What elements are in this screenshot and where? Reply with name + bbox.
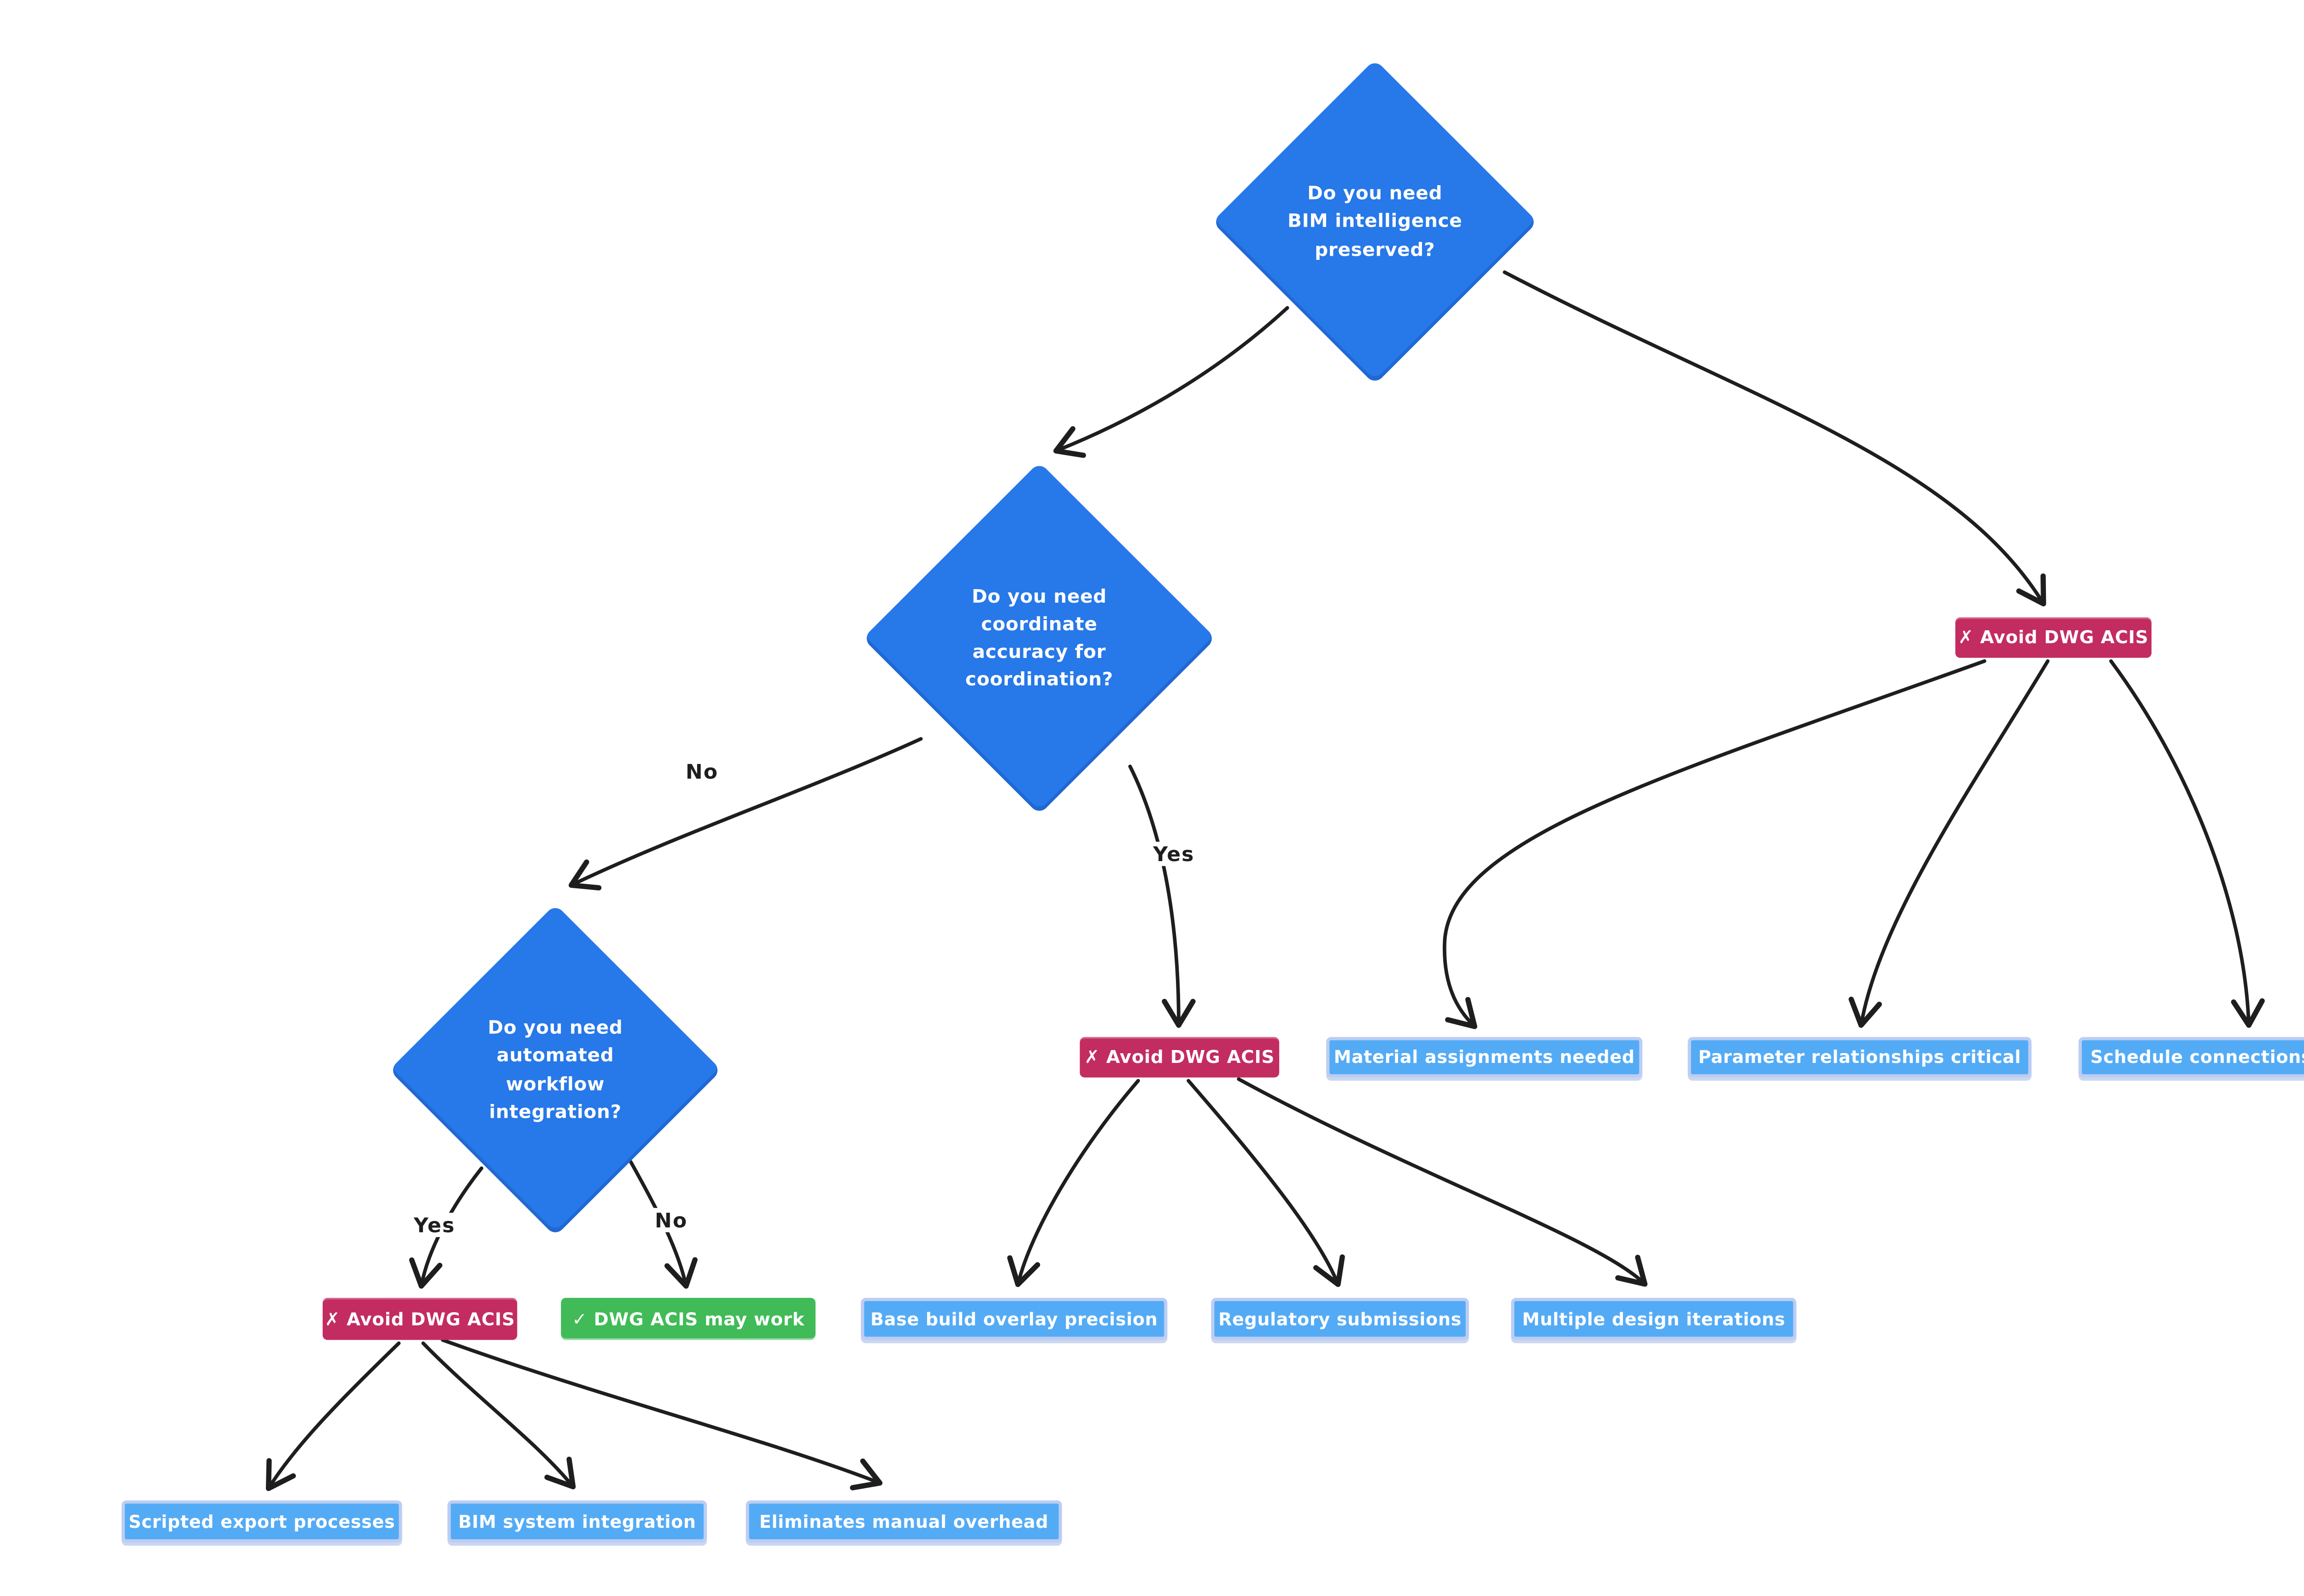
edge-avoidleft-to-bimintegration	[421, 1341, 576, 1490]
edge-coordinate-to-workflow	[569, 737, 923, 891]
edge-avoidright-to-schedule	[2109, 659, 2265, 1028]
outcome-avoid-middle: ✗ Avoid DWG ACIS	[1080, 1037, 1280, 1078]
outcome-avoid-right: ✗ Avoid DWG ACIS	[1955, 617, 2152, 658]
edge-avoidmiddle-to-basebuild	[1007, 1079, 1140, 1287]
edge-label-yes: Yes	[410, 1213, 459, 1238]
leaf-eliminates-manual-overhead: Eliminates manual overhead	[746, 1500, 1062, 1543]
edge-label-no: No	[682, 759, 722, 784]
edge-bim-to-avoid-right	[1503, 270, 2046, 607]
edge-avoidleft-to-scripted	[266, 1341, 401, 1491]
edge-avoidmiddle-to-multiple	[1237, 1077, 1648, 1287]
outcome-may-work: ✓ DWG ACIS may work	[561, 1297, 816, 1340]
leaf-regulatory-submissions: Regulatory submissions	[1211, 1297, 1469, 1340]
edge-avoidleft-to-eliminates	[441, 1338, 883, 1490]
decision-label: Do you need BIM intelligence preserved?	[1287, 182, 1463, 260]
leaf-parameter-relationships: Parameter relationships critical	[1687, 1037, 2032, 1078]
decision-label: Do you need automated workflow integrati…	[488, 1015, 623, 1123]
edge-bim-to-coordinate	[1053, 306, 1289, 458]
leaf-material-assignments: Material assignments needed	[1326, 1037, 1643, 1078]
edge-label-no: No	[651, 1208, 691, 1232]
leaf-scripted-export: Scripted export processes	[121, 1500, 402, 1543]
leaf-base-build-overlay: Base build overlay precision	[861, 1297, 1168, 1340]
leaf-multiple-design-iterations: Multiple design iterations	[1511, 1297, 1797, 1340]
edge-coordinate-to-avoid-middle	[1128, 764, 1196, 1028]
decision-bim-intelligence: Do you need BIM intelligence preserved?	[1212, 59, 1538, 385]
leaf-bim-system-integration: BIM system integration	[447, 1500, 707, 1543]
leaf-schedule-connections: Schedule connections required	[2078, 1037, 2304, 1078]
decision-workflow-integration: Do you need automated workflow integrati…	[389, 904, 722, 1237]
decision-coordinate-accuracy: Do you need coordinate accuracy for coor…	[863, 462, 1216, 815]
decision-label: Do you need coordinate accuracy for coor…	[965, 584, 1113, 691]
edge-avoidright-to-parameter	[1848, 659, 2050, 1028]
edge-avoidmiddle-to-regulatory	[1187, 1079, 1345, 1287]
edge-label-yes: Yes	[1150, 841, 1198, 866]
edge-avoidright-to-material	[1443, 659, 1987, 1029]
outcome-avoid-left: ✗ Avoid DWG ACIS	[323, 1297, 517, 1340]
